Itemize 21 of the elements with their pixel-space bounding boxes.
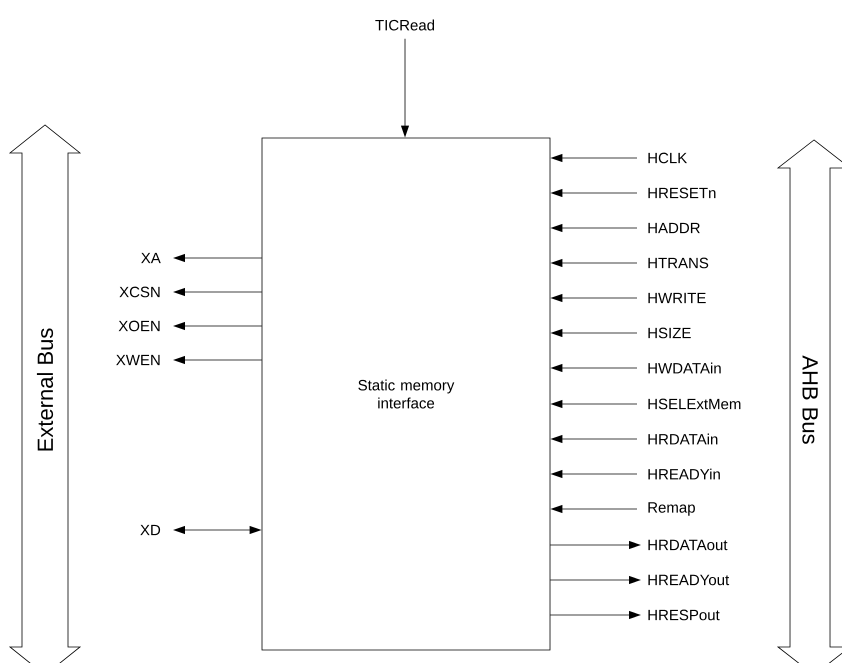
signal-label: HRDATAin: [648, 434, 718, 444]
signal-label: HADDR: [648, 222, 700, 234]
signal-label: XD: [140, 524, 160, 536]
signal-label: HRDATAout: [648, 540, 728, 550]
memory-interface-box: Static memory interface: [262, 138, 550, 650]
signal-label: Remap: [648, 502, 695, 516]
signal-label: HREADYin: [648, 468, 720, 480]
signal-label: XOEN: [118, 320, 160, 332]
signal-label: HCLK: [648, 152, 688, 164]
signal-label: HREADYout: [648, 574, 730, 586]
signal-label: HTRANS: [648, 258, 708, 268]
signal-label: XCSN: [119, 286, 160, 298]
signal-label: HRESETn: [648, 188, 716, 198]
signal-label: HSIZE: [648, 328, 691, 338]
signal-label: HRESPout: [648, 610, 720, 620]
signal-label: XA: [141, 252, 161, 264]
signal-label: HWRITE: [648, 292, 706, 304]
signal-label: HWDATAin: [648, 362, 721, 374]
signal-label: TICRead: [375, 19, 434, 30]
signal-label: XWEN: [116, 354, 160, 366]
signal-label: HSELExtMem: [648, 398, 740, 410]
